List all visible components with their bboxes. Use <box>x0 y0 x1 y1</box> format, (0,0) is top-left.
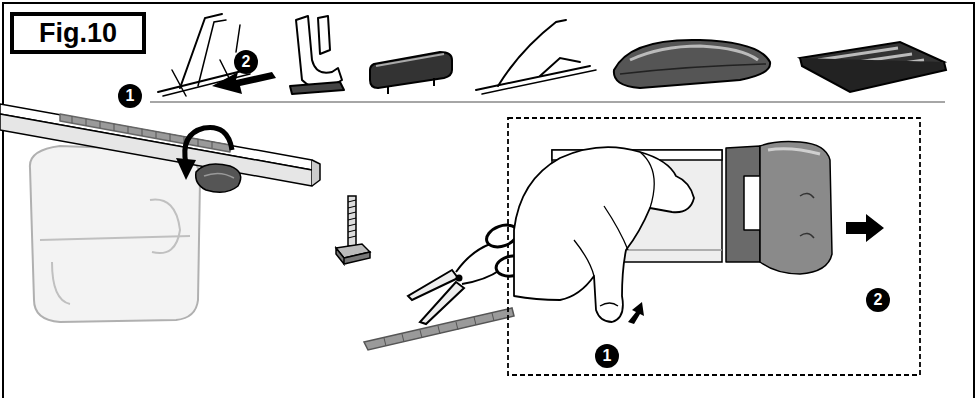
peeled-rubber <box>196 164 241 192</box>
slide-arrow <box>212 72 276 94</box>
hand <box>514 147 694 322</box>
rotate-arrow-head <box>176 158 196 180</box>
callout-number: 1 <box>595 344 619 368</box>
remove-arrow <box>846 214 884 242</box>
bolt-thread <box>348 200 356 238</box>
end-cap-back <box>726 146 760 262</box>
cut-strip <box>364 308 514 350</box>
separator-line <box>150 101 945 103</box>
hand-creases <box>574 152 654 276</box>
fork-arm <box>498 20 566 86</box>
end-cap-front <box>760 142 832 275</box>
kayak-j-frame <box>296 16 342 88</box>
carrier-strap <box>236 25 240 52</box>
end-cap-highlight <box>768 149 820 154</box>
end-cap-marks <box>800 193 814 238</box>
t-bolt <box>336 196 370 264</box>
rubber-strip <box>60 114 230 152</box>
kayak-holder-icon <box>290 16 344 94</box>
fork-rail <box>476 66 590 90</box>
ski-carrier-icon <box>370 52 452 94</box>
ski-carrier-highlight <box>376 54 444 66</box>
basket-side <box>800 58 946 92</box>
foot-cover <box>150 200 180 253</box>
hand-outline <box>514 147 694 322</box>
rotate-arrow-shaft <box>185 127 232 164</box>
callout-disc <box>234 50 258 74</box>
scissor-shank-upper <box>456 244 490 272</box>
scissors <box>408 221 529 324</box>
strip-piece <box>364 308 514 350</box>
roof-box-icon <box>614 40 770 88</box>
scissor-pivot <box>457 276 462 281</box>
bar-end <box>312 160 320 186</box>
callout-disc <box>866 288 890 312</box>
foot-details <box>40 236 190 304</box>
callout-disc <box>118 84 142 108</box>
roof-box-body <box>614 40 770 88</box>
frame-border <box>3 3 974 398</box>
callout-number: 1 <box>118 84 142 108</box>
rolled-strip <box>196 164 241 192</box>
fork-rail-edge <box>482 70 596 94</box>
fork-brace <box>540 58 580 76</box>
bolt-shank <box>348 196 356 246</box>
thumb-nail <box>600 303 618 306</box>
rolled-strip-highlight <box>204 173 234 178</box>
kayak-base <box>290 82 344 94</box>
callout-disc <box>595 344 619 368</box>
carrier-clamps <box>172 60 234 96</box>
figure-label: Fig.10 <box>39 18 117 49</box>
roof-bar <box>0 104 320 186</box>
kayak-pad <box>318 16 330 54</box>
end-cap <box>726 142 832 275</box>
carrier-arm-back <box>198 20 226 86</box>
roof-box-seam <box>620 64 766 74</box>
figure-box: Fig.10 <box>10 12 146 54</box>
roof-box-highlight <box>630 46 758 60</box>
bolt-head-side <box>336 248 370 264</box>
roof-foot <box>30 146 200 322</box>
callout-number: 2 <box>866 288 890 312</box>
foot-body <box>30 146 200 322</box>
strip-piece-ticks <box>384 313 494 346</box>
roof-basket-icon <box>800 42 946 92</box>
scissor-shank-lower <box>462 270 500 284</box>
detail-frame <box>508 118 920 375</box>
callout-number: 2 <box>234 50 258 74</box>
ski-carrier-body <box>370 52 452 88</box>
bar-side-face <box>0 114 312 186</box>
scissor-blade-lower <box>420 282 464 324</box>
ski-carrier-feet <box>388 78 434 94</box>
press-arrow <box>628 302 644 324</box>
fork-mount-icon <box>476 20 596 94</box>
